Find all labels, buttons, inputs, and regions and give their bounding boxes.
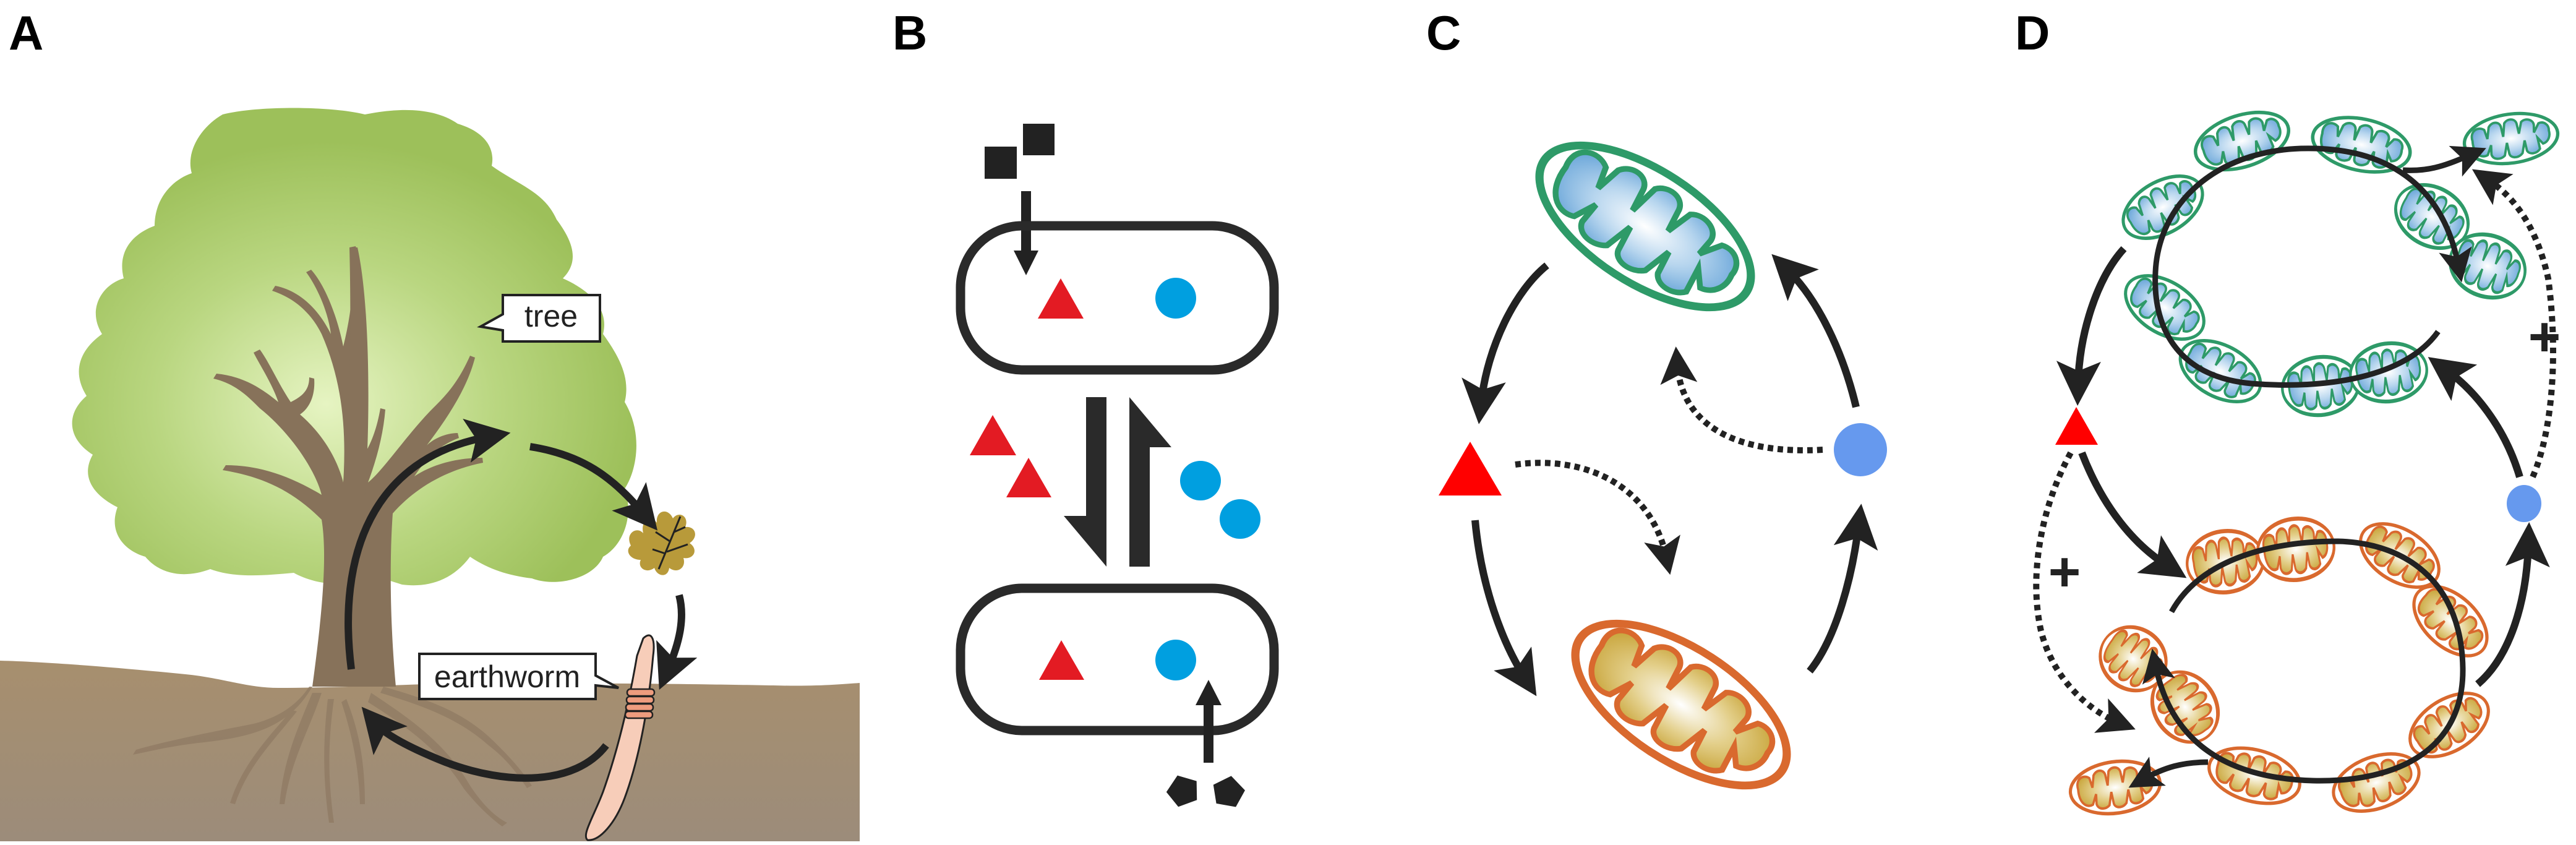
panel-label-b: B [892, 6, 927, 60]
dotted-arrow-circle-to-green [1660, 346, 1823, 453]
green-mitochondrion [2461, 108, 2561, 169]
blue-circle [2507, 485, 2541, 522]
plus-sign: + [2528, 306, 2561, 368]
blue-circle [1180, 461, 1221, 500]
top-ring-branch-arrow [2402, 145, 2486, 177]
cell-top [956, 221, 1279, 375]
export-arrow [1196, 680, 1222, 763]
tree-roots [133, 687, 532, 826]
red-triangle [2055, 407, 2098, 445]
arrow-crown-to-leaf [529, 443, 658, 531]
blue-circle [1834, 423, 1887, 476]
earthworm-label: earthworm [434, 659, 580, 694]
tree-label: tree [524, 299, 578, 333]
arrow-circle-to-green [2428, 357, 2523, 478]
blue-circle [1220, 499, 1260, 539]
dotted-arrow-triangle-to-orange [2033, 451, 2136, 733]
import-arrow [1014, 191, 1038, 275]
reverse-harpoon-arrow [1129, 397, 1171, 567]
forward-harpoon-arrow [1064, 397, 1106, 567]
orange-mitochondrion [1549, 591, 1813, 817]
green-mitochondrion [2115, 263, 2215, 353]
fallen-leaf-icon [628, 511, 695, 575]
dotted-arrow-circle-to-green [2471, 169, 2556, 478]
bottom-ring-branch-arrow [2128, 757, 2209, 788]
panel-label-a: A [9, 6, 43, 60]
earthworm-icon [584, 634, 656, 841]
green-mitochondrion [2188, 101, 2296, 180]
red-triangle [1439, 442, 1502, 495]
red-triangle [1038, 278, 1084, 319]
panel-label-d: D [2015, 6, 2050, 60]
bottom-ring-arrow [2142, 538, 2466, 784]
arrow-trunk-to-crown [344, 418, 511, 670]
arrow-leaf-to-worm [656, 594, 698, 690]
black-square [1023, 124, 1055, 155]
arrow-orange-to-circle [2475, 522, 2550, 687]
black-square [985, 147, 1017, 179]
dotted-arrow-triangle-to-orange [1515, 460, 1680, 575]
arrow-green-to-triangle [1461, 262, 1549, 424]
arrow-triangle-to-orange [1471, 520, 1537, 697]
arrow-orange-to-circle [1807, 504, 1878, 674]
tree-trunk [213, 246, 483, 687]
panel-c: C [1426, 6, 1887, 818]
panel-b: B [892, 6, 1279, 807]
blue-circle [1155, 640, 1196, 680]
panel-d: D [2015, 6, 2561, 822]
orange-mitochondrion [2203, 739, 2306, 812]
black-pentagon [1213, 776, 1245, 807]
red-triangle [970, 415, 1016, 455]
red-triangle [1039, 640, 1084, 680]
plus-sign: + [2048, 541, 2081, 603]
black-pentagon [1166, 775, 1197, 807]
orange-mitochondria-network [2067, 511, 2500, 822]
blue-circle [1155, 278, 1196, 319]
arrow-circle-to-green [1771, 254, 1860, 408]
red-triangle [1006, 458, 1051, 497]
arrow-green-to-triangle [2056, 246, 2127, 406]
arrow-triangle-to-orange [2078, 451, 2187, 578]
cell-bottom [956, 583, 1279, 736]
earthworm-callout: earthworm [418, 653, 619, 700]
tree-callout: tree [477, 294, 601, 343]
panel-a: A tree [0, 6, 860, 841]
arrow-worm-to-roots [361, 706, 609, 782]
green-mitochondrion [1513, 113, 1777, 339]
green-mitochondrion [2170, 328, 2271, 414]
panel-label-c: C [1426, 6, 1461, 60]
orange-mitochondrion [2067, 756, 2163, 820]
top-ring-arrow [2152, 145, 2472, 388]
